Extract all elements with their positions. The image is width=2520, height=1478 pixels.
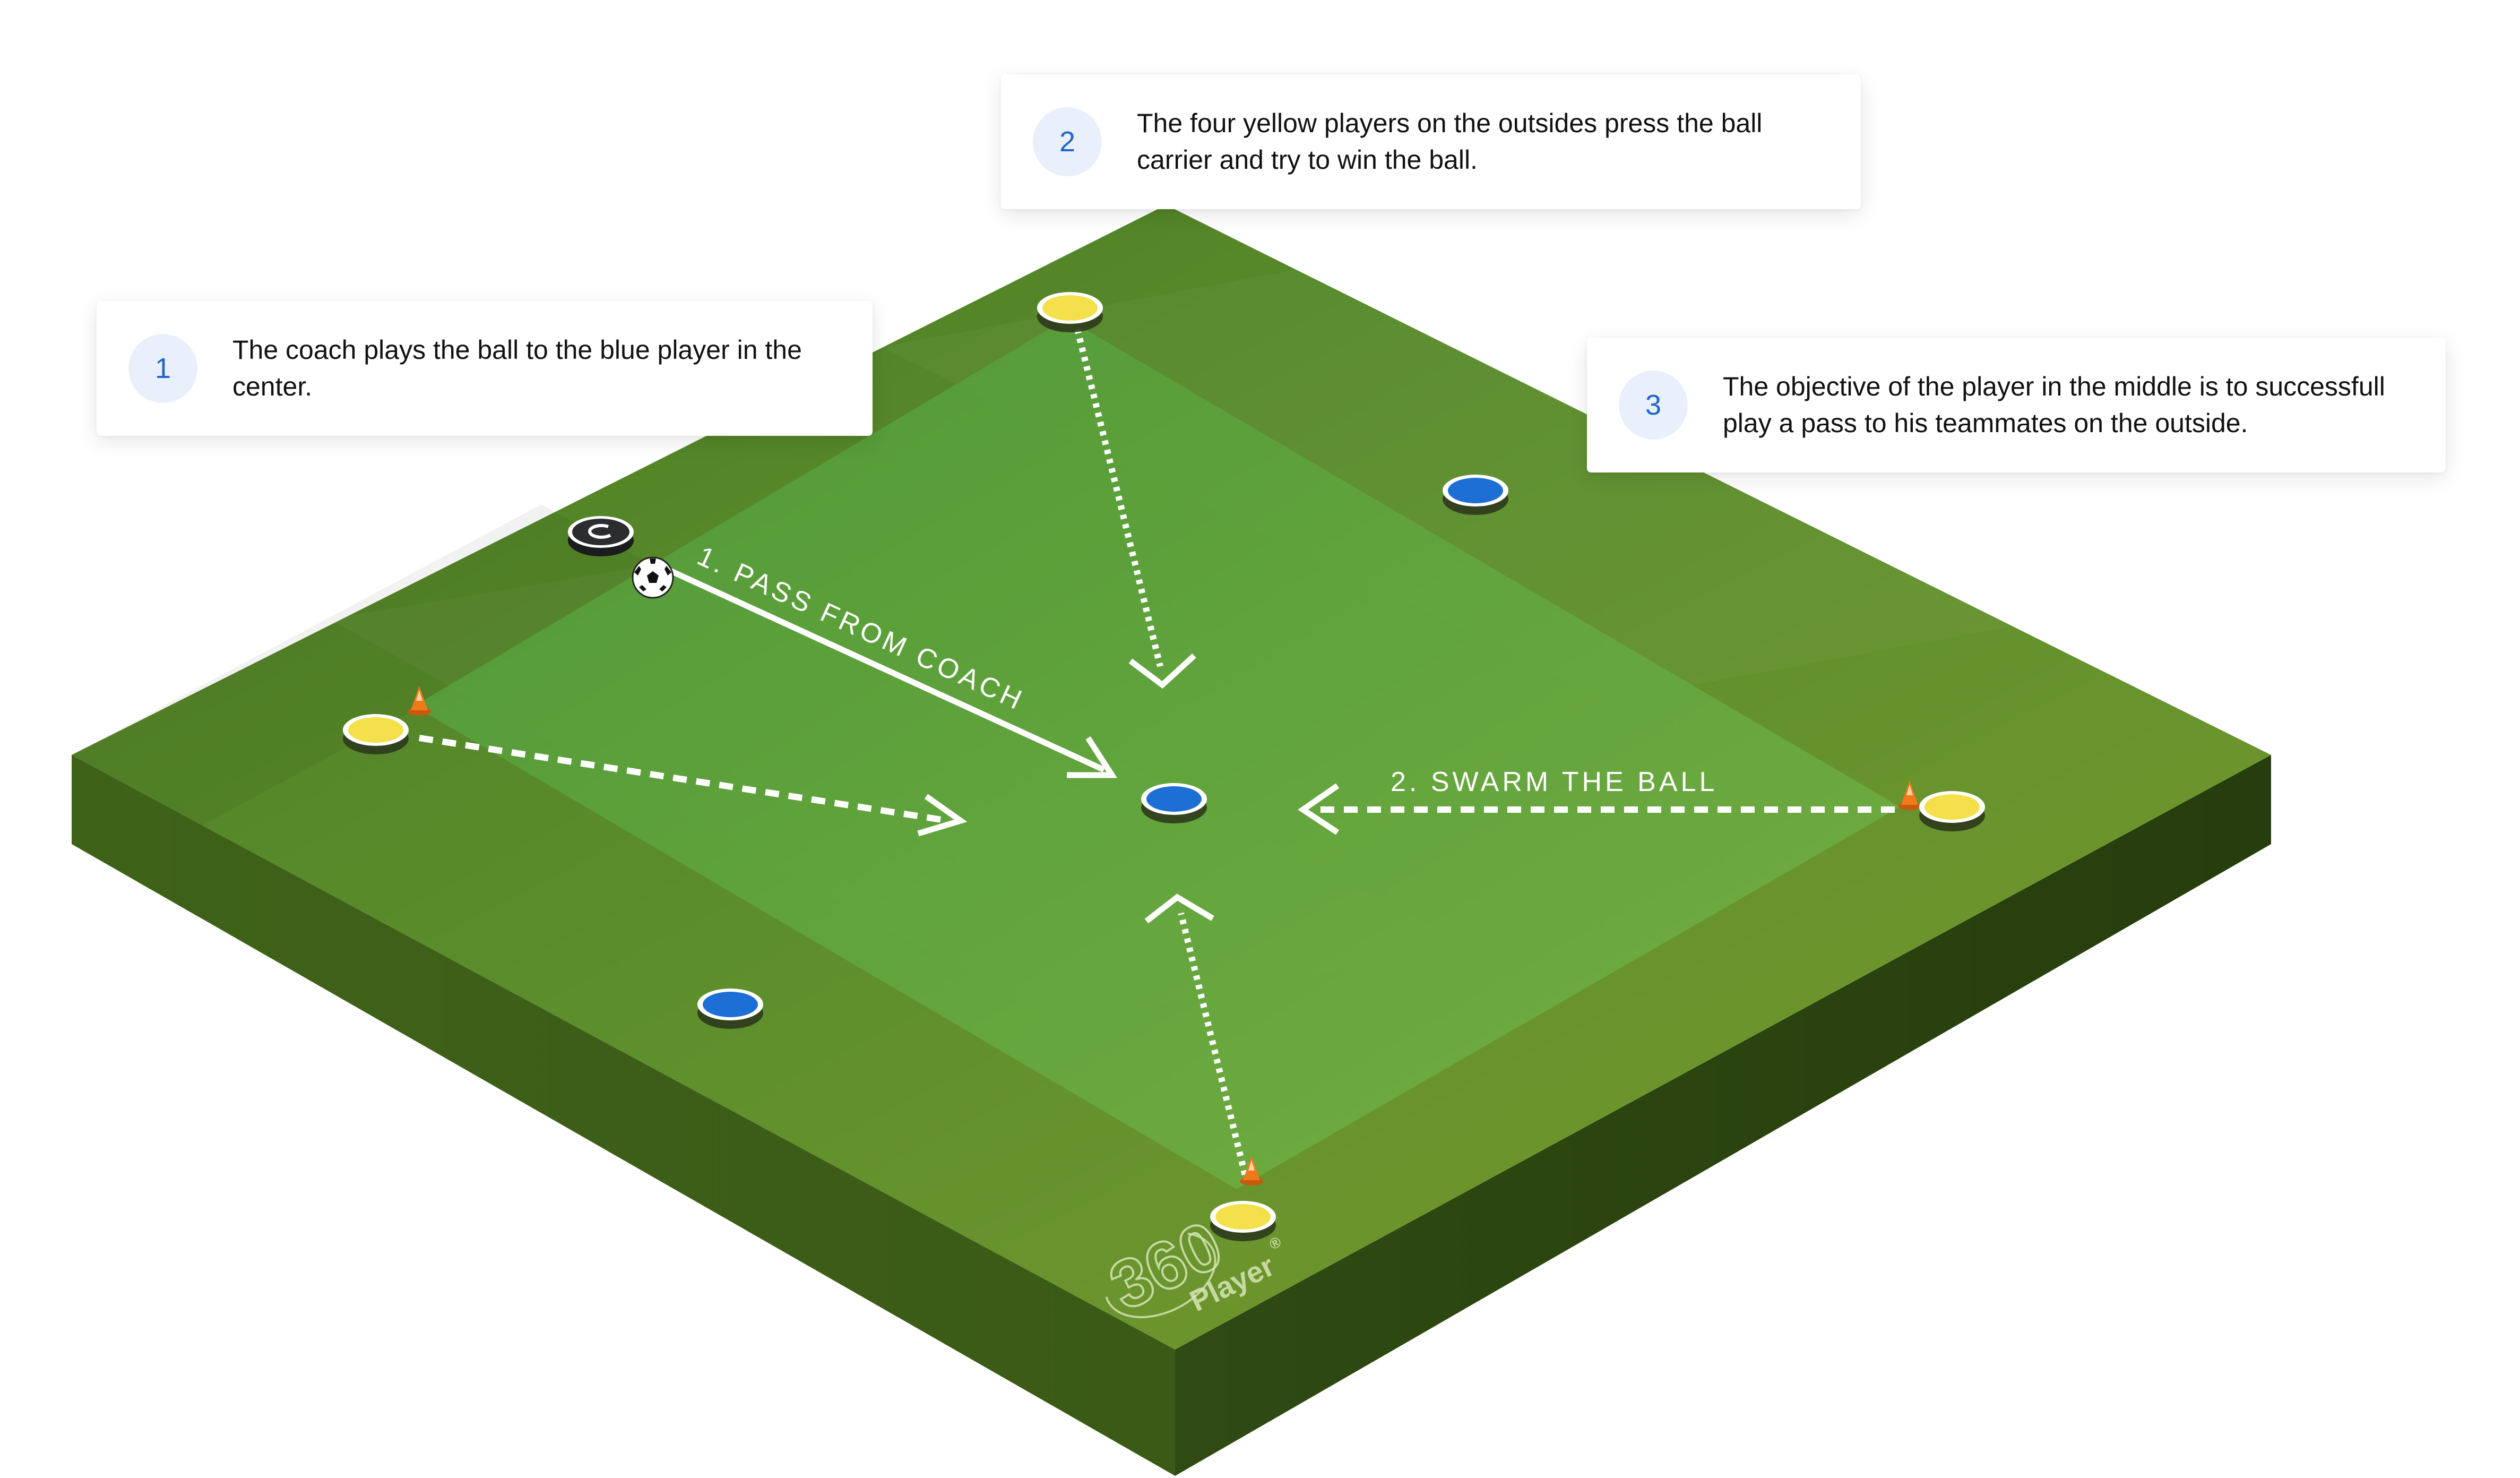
press-arrow-right-head — [1298, 783, 1340, 835]
step-card-3: 3 The objective of the player in the mid… — [1587, 338, 2446, 472]
blue-player-bottom-left — [697, 989, 763, 1029]
yellow-player-top — [1037, 292, 1103, 332]
yellow-player-left — [343, 714, 409, 754]
coach-icon — [588, 523, 611, 539]
swarm-label: 2. SWARM THE BALL — [1391, 767, 1718, 797]
playing-area — [414, 319, 1900, 1189]
players — [343, 292, 1985, 1241]
cone-icon — [1240, 1156, 1263, 1185]
step-number-badge: 3 — [1619, 371, 1688, 440]
yellow-player-right — [1919, 791, 1985, 831]
movement-arrows — [419, 328, 1895, 1185]
pitch — [72, 205, 2271, 1476]
step-number-badge: 1 — [128, 334, 197, 403]
cone-icon — [408, 686, 431, 716]
press-arrow-bottom-head — [1144, 893, 1214, 924]
step-number-badge: 2 — [1033, 107, 1102, 176]
press-arrow-bottom — [1178, 912, 1250, 1185]
press-arrow-left-head — [917, 794, 968, 837]
step-card-1: 1 The coach plays the ball to the blue p… — [97, 301, 873, 436]
pitch-side-right — [1175, 755, 2271, 1476]
pitch-side-left — [72, 755, 1175, 1476]
step-text: The coach plays the ball to the blue pla… — [232, 335, 802, 401]
press-arrow-top — [1074, 328, 1163, 667]
soccer-ball-icon — [632, 556, 674, 599]
blue-player-center — [1141, 783, 1207, 823]
step-card-2: 2 The four yellow players on the outside… — [1001, 74, 1861, 209]
coach-marker — [568, 516, 634, 556]
step-text: The four yellow players on the outsides … — [1137, 108, 1763, 175]
yellow-player-bottom — [1210, 1201, 1276, 1241]
pass-arrow-head — [1067, 736, 1118, 778]
pass-arrow — [651, 560, 1106, 772]
press-arrow-left — [419, 735, 945, 823]
step-text: The objective of the player in the middl… — [1723, 372, 2385, 438]
blue-player-top-right — [1443, 475, 1508, 515]
press-arrow-top-head — [1128, 653, 1196, 689]
cone-icon — [1898, 780, 1921, 810]
